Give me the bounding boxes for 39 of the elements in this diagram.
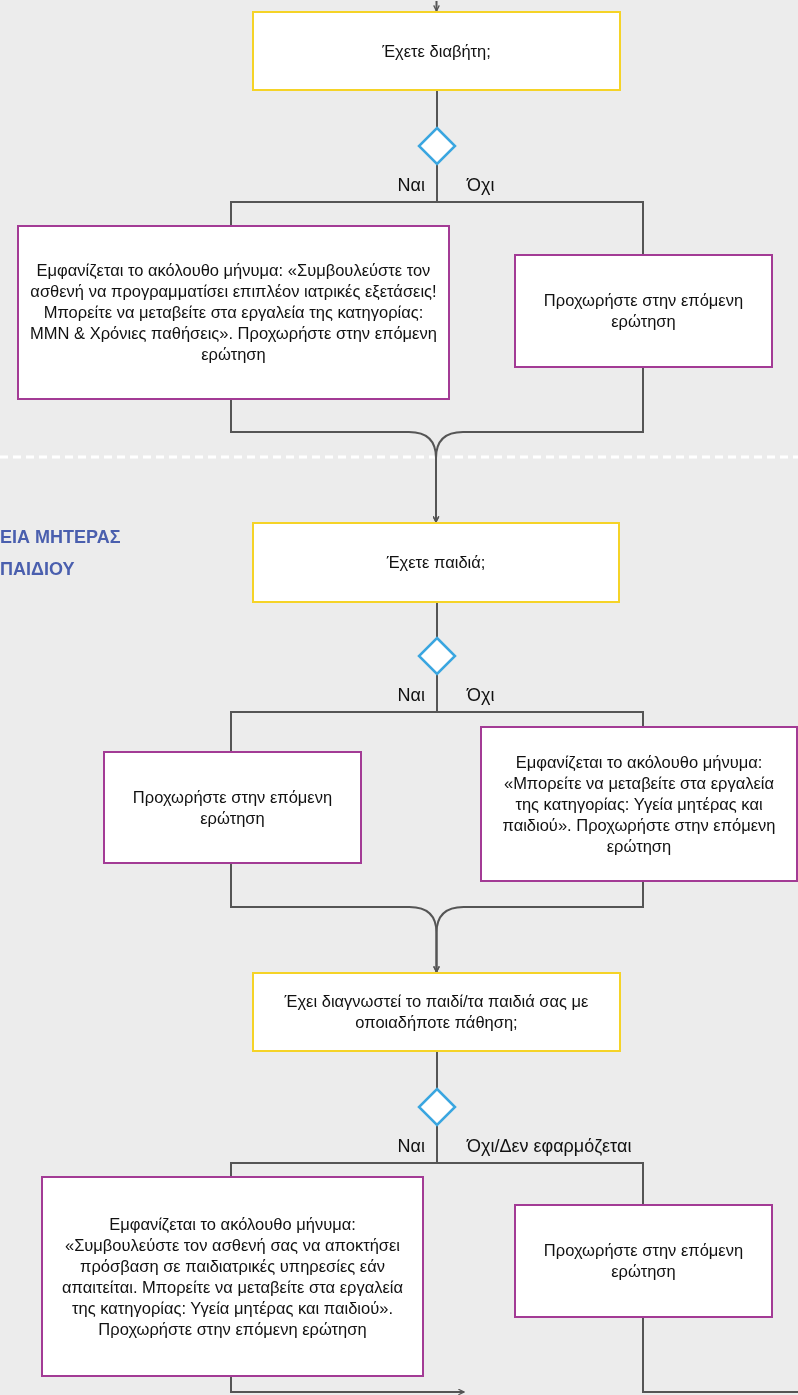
action-box: [514, 254, 773, 368]
node-text: Προχωρήστε στην επόμενη ερώτηση: [542, 290, 745, 332]
connector-line: [436, 602, 438, 638]
arrow: [642, 1317, 798, 1395]
arrow: [432, 367, 644, 523]
action-box: [480, 726, 798, 882]
question-box: [252, 522, 620, 603]
decision-diamond: [418, 127, 456, 165]
action-box: [41, 1176, 424, 1377]
connector-line: [436, 90, 438, 128]
arrow: [230, 1376, 465, 1395]
node-text: Εμφανίζεται το ακόλουθο μήνυμα: «Συμβουλεύστε τον ασθενή να προγραμματίσει επιπλέον ιατρικές εξετάσεις! Μπορείτε να μεταβείτε στα εργαλεία της κατηγορίας: ΜΜΝ & Χρόνιες παθήσεις». Προχωρήστε στην επόμενη ερώτηση: [29, 260, 438, 365]
edge-label: Ναι: [397, 685, 425, 706]
edge-label: Όχι/Δεν εφαρμόζεται: [467, 1136, 632, 1157]
action-box: [103, 751, 362, 864]
node-text: Εμφανίζεται το ακόλουθο μήνυμα: «Συμβουλεύστε τον ασθενή σας να αποκτήσει πρόσβαση σε παιδιατρικές υπηρεσίες εάν απαιτείται. Μπορείτε να μεταβείτε στα εργαλεία της κατηγορίας: Υγεία μητέρας και παιδιού». Προχωρήστε στην επόμενη ερώτηση: [61, 1213, 404, 1340]
node-text: Έχει διαγνωστεί το παιδί/τα παιδιά σας με οποιαδήποτε πάθηση;: [283, 991, 590, 1033]
connector-line: [436, 674, 644, 727]
edge-label: Ναι: [397, 175, 425, 196]
decision-diamond: [418, 637, 456, 675]
node-text: Προχωρήστε στην επόμενη ερώτηση: [542, 1240, 745, 1282]
edge-label: Ναι: [397, 1136, 425, 1157]
node-text: Έχετε διαβήτη;: [382, 40, 491, 62]
arrow: [433, 881, 644, 973]
edge-label: Όχι: [467, 685, 495, 706]
connector-line: [436, 1125, 644, 1205]
connector-line: [436, 164, 644, 255]
arrow: [433, 0, 440, 12]
question-box: [252, 972, 621, 1052]
question-box: [252, 11, 621, 91]
decision-diamond: [418, 1088, 456, 1126]
action-box: [17, 225, 450, 400]
section-heading: ΕΙΑ ΜΗΤΕΡΑΣ ΠΑΙΔΙΟΥ: [0, 526, 122, 581]
connector-line: [436, 1051, 438, 1089]
node-text: Εμφανίζεται το ακόλουθο μήνυμα: «Μπορείτε να μεταβείτε στα εργαλεία της κατηγορίας: Υγεία μητέρας και παιδιού». Προχωρήστε στην επόμενη ερώτηση: [501, 751, 777, 857]
edge-label: Όχι: [467, 175, 495, 196]
node-text: Προχωρήστε στην επόμενη ερώτηση: [131, 786, 334, 829]
action-box: [514, 1204, 773, 1318]
node-text: Έχετε παιδιά;: [386, 552, 486, 573]
